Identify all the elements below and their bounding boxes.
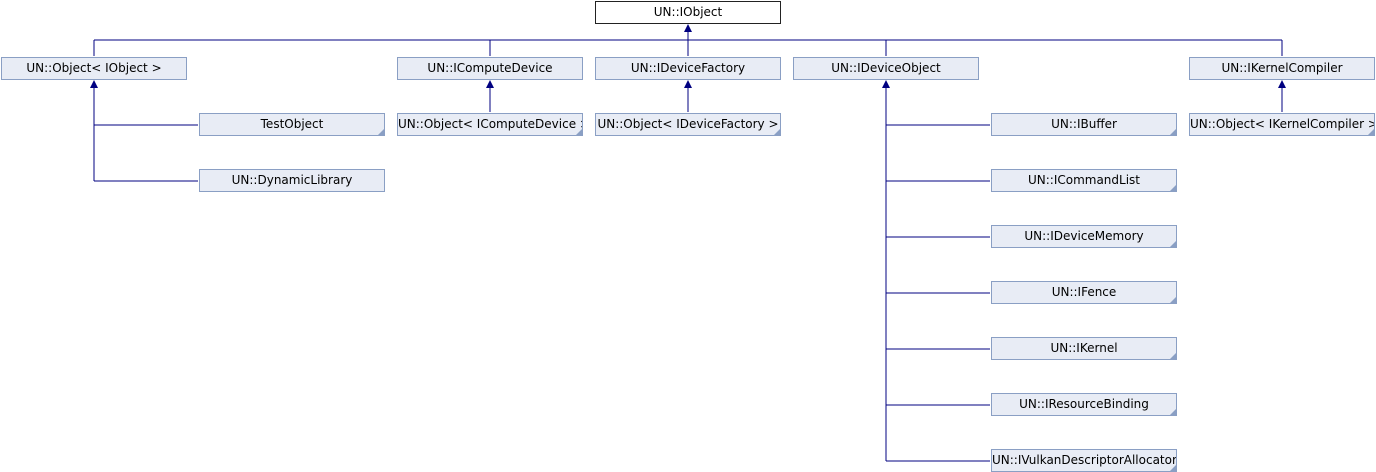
node-object-iobject[interactable]: UN::Object< IObject > xyxy=(1,57,187,80)
node-object-ikernelcompiler[interactable]: UN::Object< IKernelCompiler > xyxy=(1189,113,1375,136)
node-icommandlist[interactable]: UN::ICommandList xyxy=(991,169,1177,192)
node-icomputedevice[interactable]: UN::IComputeDevice xyxy=(397,57,583,80)
node-ibuffer[interactable]: UN::IBuffer xyxy=(991,113,1177,136)
node-idevicefactory[interactable]: UN::IDeviceFactory xyxy=(595,57,781,80)
node-idevicememory[interactable]: UN::IDeviceMemory xyxy=(991,225,1177,248)
node-ideviceobject[interactable]: UN::IDeviceObject xyxy=(793,57,979,80)
node-dynamiclibrary[interactable]: UN::DynamicLibrary xyxy=(199,169,385,192)
node-ikernelcompiler[interactable]: UN::IKernelCompiler xyxy=(1189,57,1375,80)
node-ikernel[interactable]: UN::IKernel xyxy=(991,337,1177,360)
node-iresourcebinding[interactable]: UN::IResourceBinding xyxy=(991,393,1177,416)
node-object-idevicefactory[interactable]: UN::Object< IDeviceFactory > xyxy=(595,113,781,136)
node-ifence[interactable]: UN::IFence xyxy=(991,281,1177,304)
node-testobject[interactable]: TestObject xyxy=(199,113,385,136)
node-iobject: UN::IObject xyxy=(595,1,781,24)
node-object-icomputedevice[interactable]: UN::Object< IComputeDevice > xyxy=(397,113,583,136)
node-ivulkandescriptorallocator[interactable]: UN::IVulkanDescriptorAllocator xyxy=(991,449,1177,472)
